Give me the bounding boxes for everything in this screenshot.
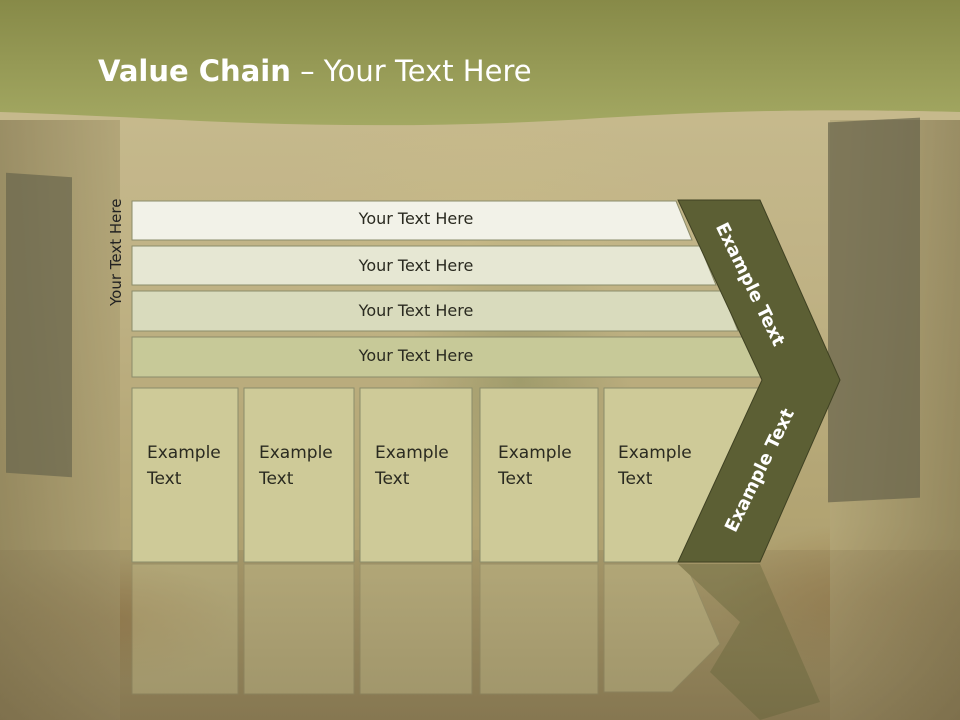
row-label-2: Your Text Here xyxy=(358,256,474,275)
slide-title: Value Chain – Your Text Here xyxy=(98,54,532,88)
chevron-arrow[interactable] xyxy=(677,199,841,563)
title-bold: Value Chain xyxy=(98,54,291,88)
column-box-1[interactable] xyxy=(131,387,239,563)
row-bar-2[interactable] xyxy=(131,245,717,286)
background-floor xyxy=(0,550,960,720)
row-bar-3[interactable] xyxy=(131,290,739,332)
row-bar-1[interactable] xyxy=(131,200,693,241)
row-label-4: Your Text Here xyxy=(358,346,474,365)
column-box-4[interactable] xyxy=(479,387,599,563)
row-label-3: Your Text Here xyxy=(358,301,474,320)
diagram-reflection xyxy=(0,562,960,720)
title-rest: – Your Text Here xyxy=(290,54,532,88)
column-box-3[interactable] xyxy=(359,387,473,563)
row-label-1: Your Text Here xyxy=(358,209,474,228)
header-band: Value Chain – Your Text Here xyxy=(0,0,960,140)
column-box-2[interactable] xyxy=(243,387,355,563)
